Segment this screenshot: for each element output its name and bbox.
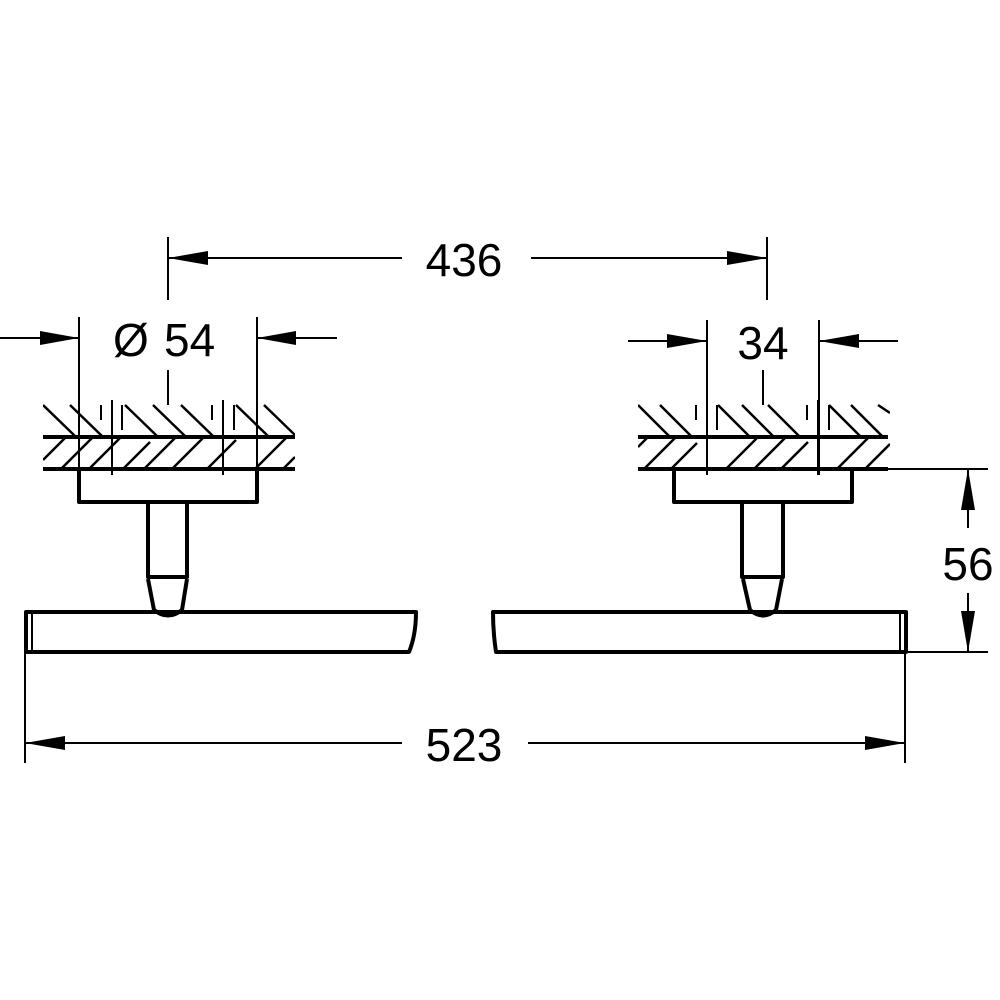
- dimension-mount-spacing: 436: [167, 234, 768, 300]
- dimension-523-label: 523: [426, 719, 503, 771]
- dimension-54-label: 54: [164, 314, 215, 366]
- left-rosette: [77, 467, 259, 504]
- dimension-436-label: 436: [426, 234, 503, 286]
- right-rosette: [672, 467, 854, 504]
- left-rail-bar: [24, 610, 418, 654]
- right-post: [740, 502, 785, 618]
- right-wall-hatch: [638, 400, 890, 475]
- diameter-symbol: Ø: [113, 314, 149, 366]
- dimension-post-width: 34: [628, 317, 898, 475]
- dimension-34-label: 34: [737, 317, 788, 369]
- dimension-rosette-diameter: Ø 54: [0, 314, 337, 480]
- right-rail-bar: [491, 610, 908, 654]
- dimension-56-label: 56: [942, 538, 993, 590]
- dimension-overall-length: 523: [24, 652, 906, 771]
- left-wall-hatch: [43, 400, 295, 475]
- left-post: [146, 502, 189, 618]
- dimension-projection: 56: [888, 468, 994, 653]
